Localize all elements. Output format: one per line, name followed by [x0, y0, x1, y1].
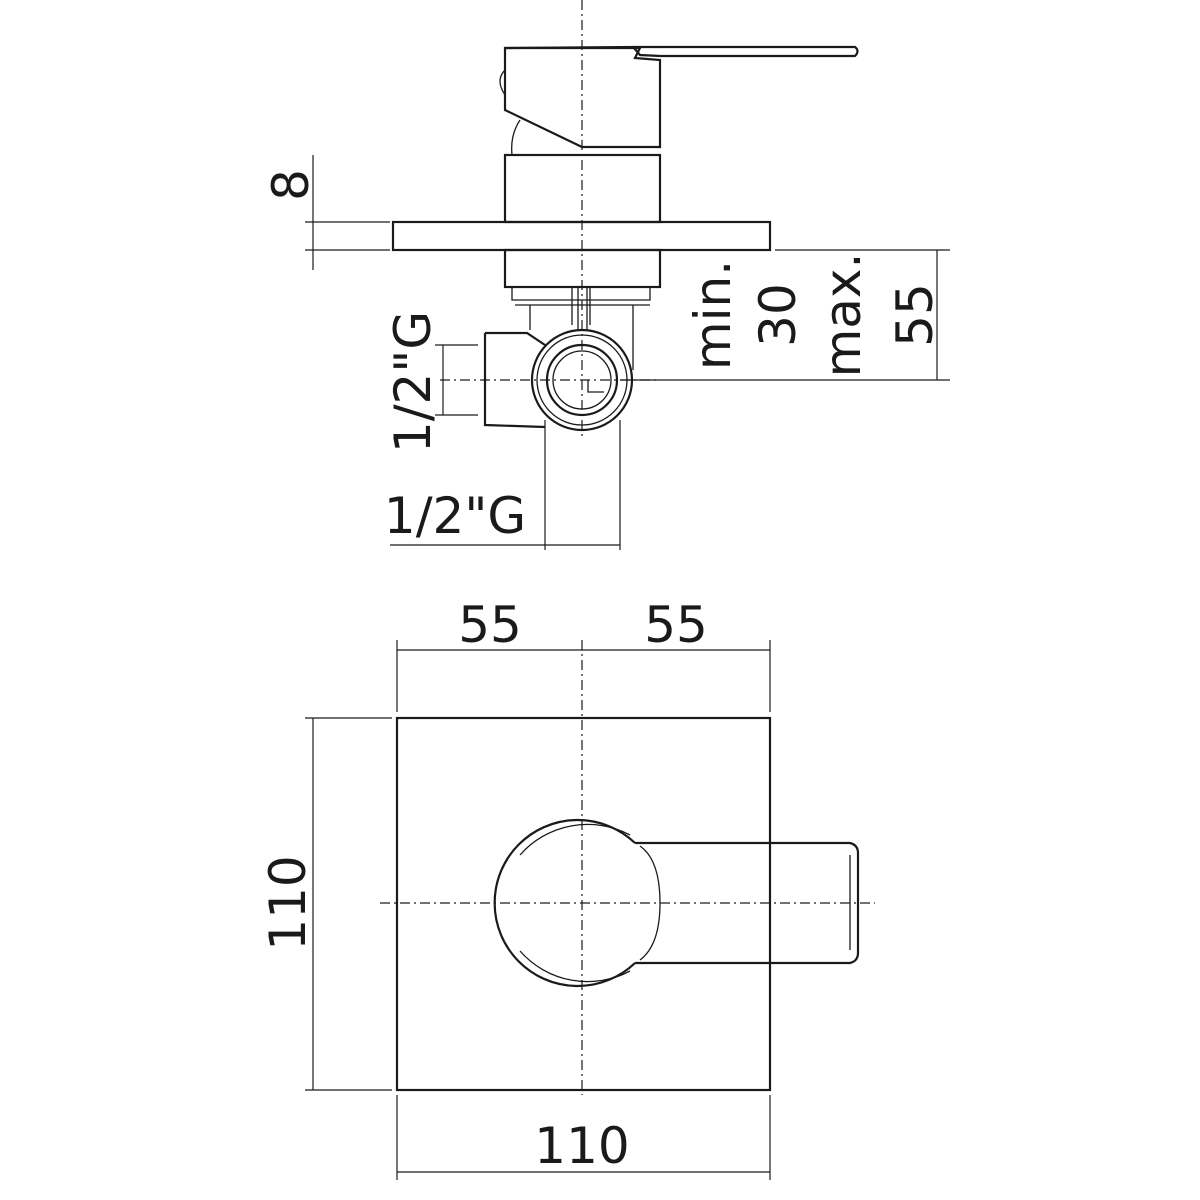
min-label: min. [684, 260, 742, 370]
plate-thickness-label: 8 [262, 169, 320, 201]
width-label: 110 [534, 1117, 629, 1175]
side-view: 8 min. 30 max. 55 1/2"G 1/2"G [262, 0, 950, 550]
front-view: 55 55 110 110 [259, 596, 875, 1180]
min-value: 30 [749, 283, 807, 347]
half-width-left-label: 55 [458, 596, 522, 654]
cover-plate [395, 716, 772, 1092]
inlet-horizontal-label: 1/2"G [384, 487, 526, 545]
max-label: max. [814, 253, 872, 378]
inlet-vertical-label: 1/2"G [384, 311, 442, 453]
half-width-right-label: 55 [644, 596, 708, 654]
max-value: 55 [886, 283, 944, 347]
height-label: 110 [259, 855, 317, 950]
